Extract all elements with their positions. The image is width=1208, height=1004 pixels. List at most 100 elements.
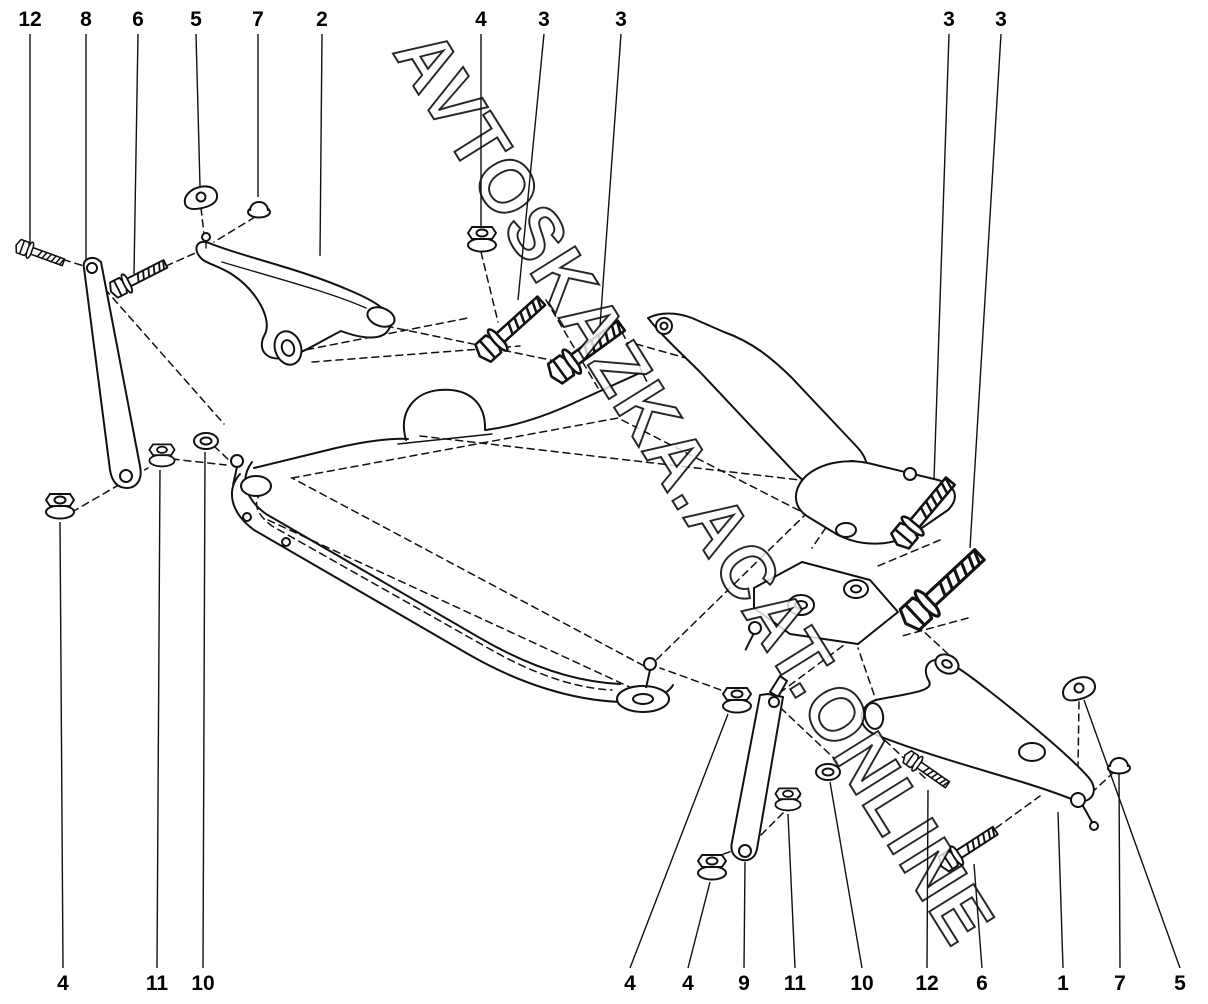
leader-line [59, 521, 64, 969]
leader-line [1118, 773, 1121, 969]
callout-label: 4 [475, 8, 487, 31]
leader-line [629, 713, 729, 969]
callout-label: 4 [624, 972, 636, 995]
subframe-top-rail [253, 437, 409, 469]
callout-part-4-left: 4 [57, 521, 69, 995]
washer-plate-5-top [181, 182, 221, 213]
leader-line [599, 33, 622, 327]
bolt-3-fourth [892, 540, 993, 638]
callout-part-9: 9 [738, 861, 750, 995]
callout-label: 7 [252, 8, 264, 31]
callout-part-3-b: 3 [599, 8, 627, 327]
callout-part-4-top: 4 [475, 8, 487, 226]
arm-ball-stud [201, 232, 211, 242]
callout-part-12-right: 12 [915, 789, 939, 995]
leader-line [743, 861, 746, 969]
callout-label: 6 [976, 972, 988, 995]
callout-part-11-right: 11 [784, 813, 807, 995]
washer-10-left [193, 432, 219, 450]
ball-stud-bottom [643, 657, 657, 689]
washer-plate-5-right [1058, 673, 1099, 705]
callout-label: 7 [1114, 972, 1126, 995]
callout-label: 11 [784, 972, 807, 995]
subframe-front-rail [231, 473, 674, 704]
callout-part-12-top: 12 [18, 8, 42, 243]
leader-line [787, 813, 796, 969]
callout-part-10-left: 10 [191, 451, 215, 995]
callout-label: 11 [146, 972, 169, 995]
flange-nut-4-center [722, 687, 752, 714]
callout-part-8: 8 [80, 8, 92, 260]
leader-line [969, 33, 1002, 549]
callout-part-7-right: 7 [1114, 773, 1126, 995]
callout-part-10-right: 10 [829, 781, 874, 995]
callout-label: 3 [538, 8, 550, 31]
callout-part-4-bottom: 4 [682, 881, 711, 995]
subframe-top-rail-right [485, 371, 643, 431]
callout-label: 12 [18, 8, 41, 31]
callout-label: 1 [1057, 972, 1069, 995]
callout-part-5-right: 5 [1083, 699, 1186, 995]
callout-label: 9 [738, 972, 750, 995]
callout-label: 3 [995, 8, 1007, 31]
arm-bushing-front [366, 306, 396, 328]
callout-label: 4 [682, 972, 694, 995]
callout-part-1: 1 [1057, 811, 1069, 995]
arm1-ball-joint [1070, 792, 1086, 808]
nut-11-left [148, 443, 176, 468]
callout-part-6-right: 6 [973, 863, 988, 995]
callout-label: 12 [915, 972, 938, 995]
callout-label: 4 [57, 972, 69, 995]
subframe [230, 371, 764, 713]
callout-part-5-top: 5 [190, 8, 202, 187]
leader-line [1057, 811, 1064, 969]
leader-line [926, 789, 929, 969]
callout-part-7-top: 7 [252, 8, 264, 197]
leader-line [133, 33, 139, 275]
cap-nut-7-top [247, 201, 271, 219]
leader-line [687, 881, 711, 969]
leader-line [319, 33, 323, 257]
callout-part-3-c: 3 [933, 8, 955, 481]
leader-line [202, 451, 206, 969]
mount-bracket-lower [753, 561, 899, 645]
flange-nut-4-bottom [697, 854, 727, 881]
callout-part-4-center: 4 [624, 713, 729, 995]
callout-label: 10 [191, 972, 214, 995]
callout-part-3-a: 3 [517, 8, 550, 301]
callout-part-6-top: 6 [132, 8, 144, 275]
callout-part-2: 2 [316, 8, 328, 257]
callout-label: 8 [80, 8, 92, 31]
leader-line [933, 33, 950, 481]
bolt-6-top-left [105, 253, 172, 302]
callout-label: 10 [850, 972, 873, 995]
ball-stud-left [230, 454, 244, 486]
lower-control-arm [860, 653, 1099, 831]
link-rod-8 [82, 257, 142, 489]
callout-label: 3 [943, 8, 955, 31]
callout-label: 5 [1174, 972, 1186, 995]
callout-label: 5 [190, 8, 202, 31]
leader-line [1083, 699, 1181, 969]
arm1-bushing-left [863, 702, 885, 730]
leader-line [973, 863, 983, 969]
leader-line [517, 33, 545, 301]
callout-part-11-left: 11 [146, 469, 169, 995]
callout-label: 3 [615, 8, 627, 31]
upper-control-arm [195, 232, 396, 366]
bolt-12-top-left [12, 236, 68, 272]
callout-label: 6 [132, 8, 144, 31]
leader-line [156, 469, 161, 969]
leader-line [195, 33, 201, 187]
flange-nut-4-bottom-left [45, 493, 75, 520]
engine-mount-hump [403, 388, 487, 441]
subframe-front-rail-inner [244, 461, 621, 685]
subframe-left-mount [240, 475, 272, 497]
nut-11-right [774, 787, 802, 812]
link-rod-9 [730, 675, 788, 862]
callout-label: 2 [316, 8, 328, 31]
leader-line [829, 781, 863, 969]
cap-nut-7-right [1107, 757, 1131, 775]
